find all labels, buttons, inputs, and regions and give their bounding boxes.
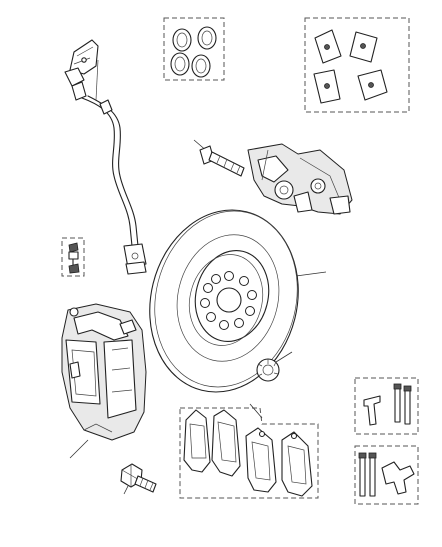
retaining-spring-icon bbox=[363, 383, 412, 426]
mounting-bolt[interactable] bbox=[120, 463, 157, 495]
seal-kit-box bbox=[163, 17, 225, 81]
bleed-screw-icon bbox=[68, 242, 80, 274]
brake-pads-kit[interactable] bbox=[179, 403, 319, 499]
guide-pin-icon bbox=[393, 383, 412, 425]
bleed-screw-box bbox=[61, 237, 85, 277]
retaining-clip-icon bbox=[256, 358, 280, 382]
brake-hose-icon bbox=[64, 39, 147, 275]
guide-pin-kit[interactable] bbox=[354, 445, 419, 505]
bolt-icon bbox=[120, 463, 157, 493]
guide-pin-icon bbox=[358, 452, 415, 497]
shim-kit-box bbox=[304, 17, 410, 113]
brake-hose[interactable] bbox=[64, 39, 147, 275]
caliper-carrier-icon bbox=[247, 143, 353, 215]
bleed-screw[interactable] bbox=[61, 237, 85, 277]
pad-retaining-spring-kit[interactable] bbox=[354, 377, 419, 435]
pads-kit-box bbox=[179, 407, 319, 499]
brake-caliper[interactable] bbox=[61, 303, 147, 459]
spring-kit-box bbox=[354, 377, 419, 435]
brake-pad-shims-kit[interactable] bbox=[304, 17, 410, 113]
guide-pin-kit-box bbox=[354, 445, 419, 505]
pad-shim-icon bbox=[313, 29, 388, 104]
brake-pad-icon bbox=[183, 409, 313, 497]
caliper-guide-bolt[interactable] bbox=[193, 139, 245, 177]
brake-disc-icon bbox=[149, 209, 299, 393]
seal-ring-icon bbox=[170, 26, 217, 78]
caliper-seal-kit[interactable] bbox=[163, 17, 225, 81]
bolt-icon bbox=[199, 145, 245, 177]
brake-caliper-carrier[interactable] bbox=[247, 143, 353, 215]
brake-caliper-icon bbox=[61, 303, 147, 441]
disc-retaining-clip[interactable] bbox=[256, 351, 293, 382]
brake-disc[interactable] bbox=[131, 194, 327, 408]
